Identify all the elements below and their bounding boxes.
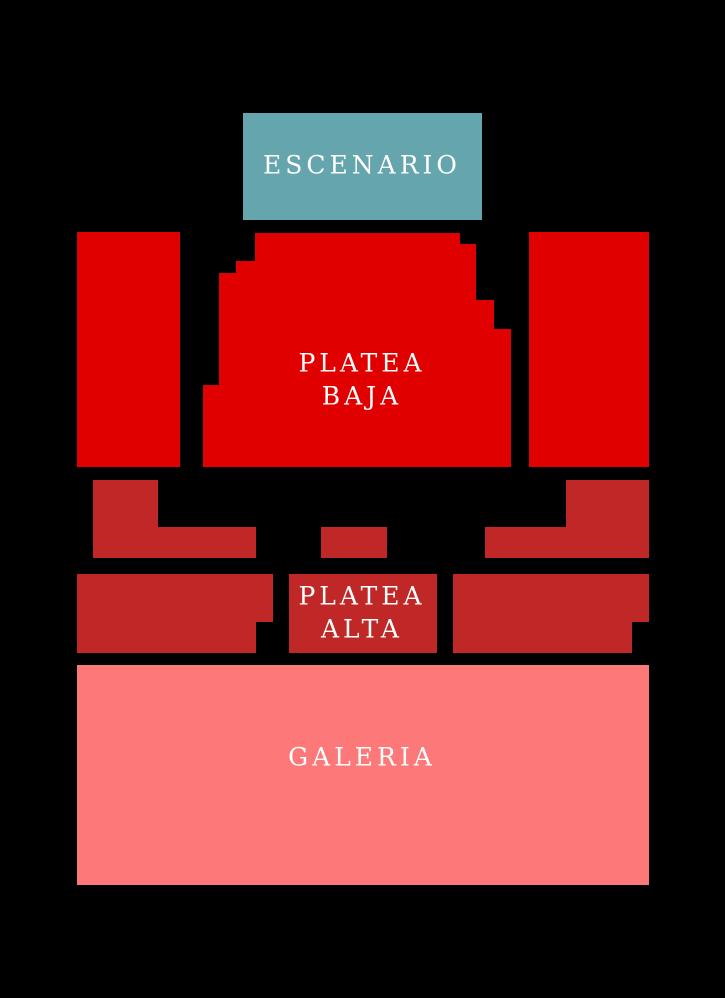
platea-baja-section[interactable]: PLATEA BAJA [77, 232, 649, 467]
platea-alta-label-line2: ALTA [320, 615, 403, 644]
platea-baja-label-line2: BAJA [322, 382, 403, 411]
platea-alta-lower-left-block[interactable] [77, 574, 273, 653]
platea-baja-center-block[interactable] [203, 233, 511, 467]
galeria-block[interactable] [77, 665, 649, 885]
platea-alta-upper-left-block[interactable] [93, 480, 256, 558]
platea-baja-left-block[interactable] [77, 232, 180, 467]
platea-alta-lower-right-block[interactable] [453, 574, 649, 653]
platea-alta-label-line1: PLATEA [298, 582, 425, 611]
platea-alta-lower-center-block[interactable] [289, 574, 437, 653]
stage-area: ESCENARIO [243, 113, 482, 220]
stage-label: ESCENARIO [263, 151, 461, 180]
platea-alta-section[interactable]: PLATEA ALTA [77, 480, 649, 653]
platea-alta-upper-right-block[interactable] [485, 480, 649, 558]
stage-block [243, 113, 482, 220]
galeria-label: GALERIA [288, 743, 436, 772]
galeria-section[interactable]: GALERIA [77, 665, 649, 885]
platea-alta-upper-center-block[interactable] [321, 527, 387, 558]
platea-baja-right-block[interactable] [529, 232, 649, 467]
platea-baja-label-line1: PLATEA [298, 349, 425, 378]
